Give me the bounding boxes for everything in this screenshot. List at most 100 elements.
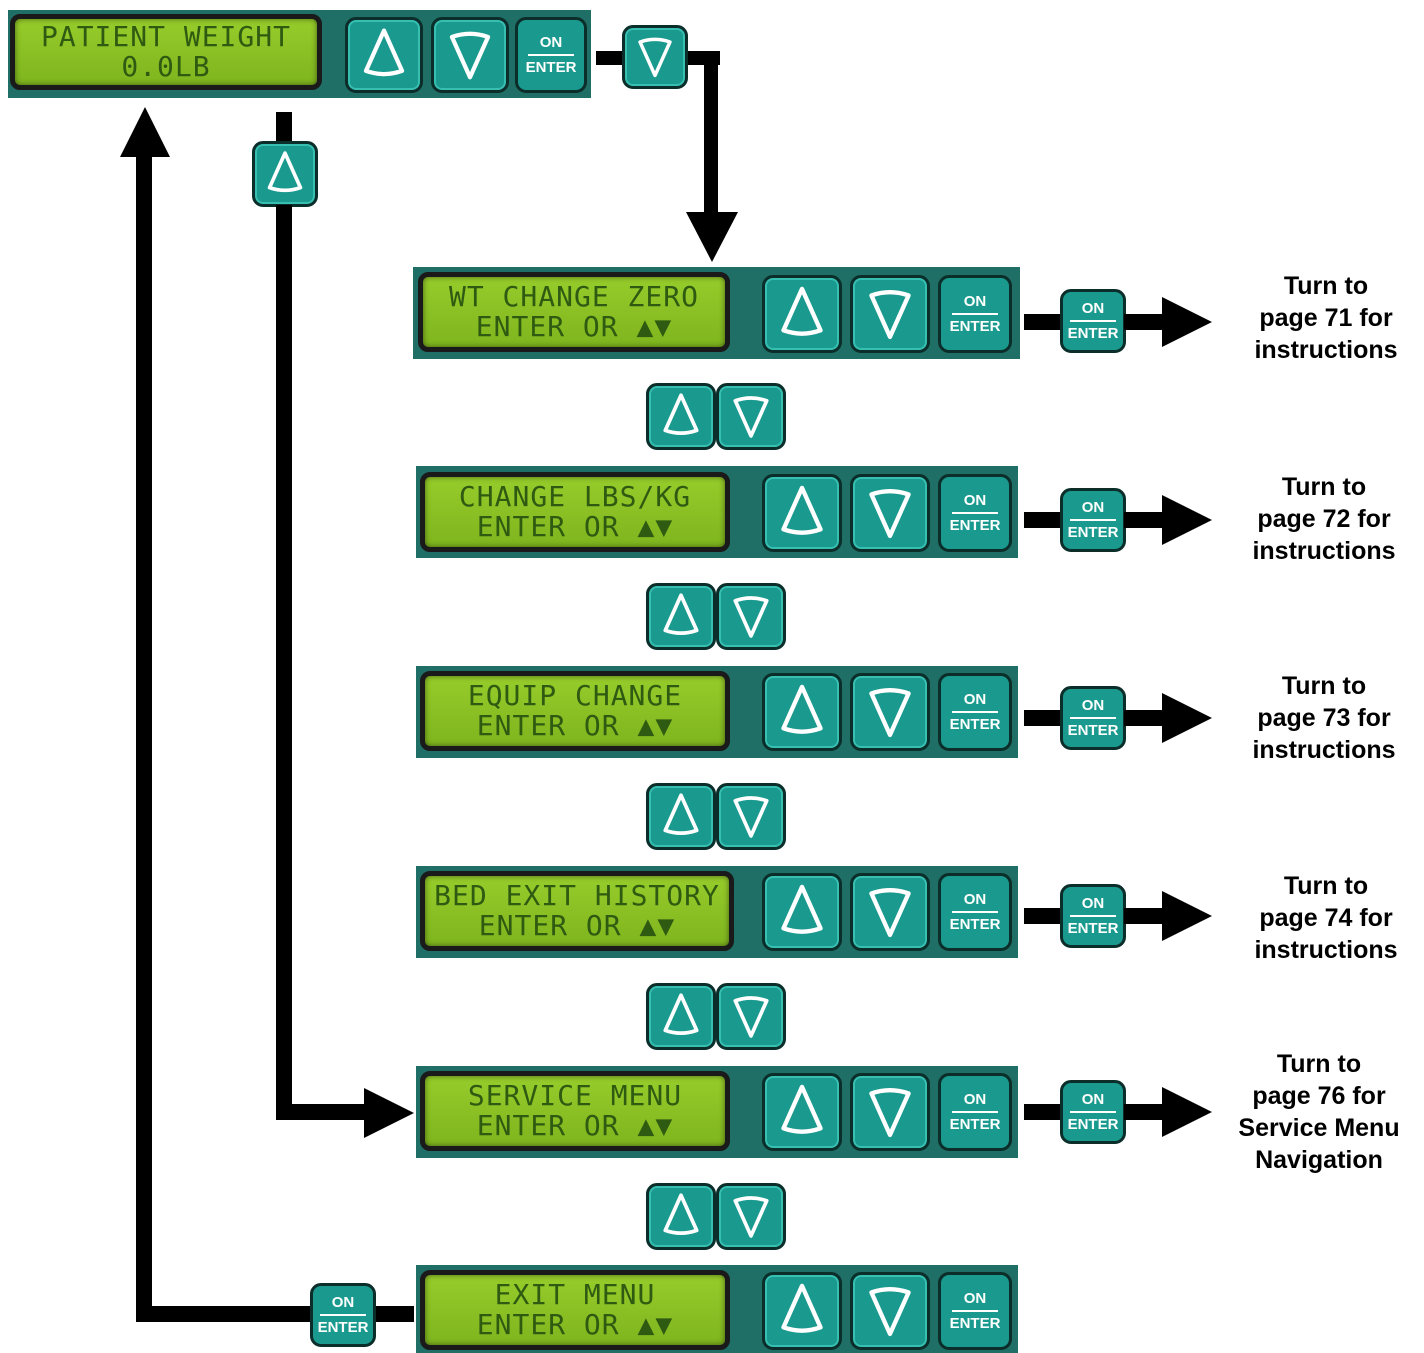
down-button-flow [716, 783, 786, 850]
on-enter-button[interactable]: ON ENTER [938, 275, 1012, 353]
lcd-display-change-lbs-kg: CHANGE LBS/KG ENTER OR ▲▼ [420, 472, 730, 552]
arrow-head-down [686, 212, 738, 262]
lcd-line-1: CHANGE LBS/KG [458, 480, 692, 513]
up-button[interactable] [345, 17, 423, 93]
lcd-line-1: EQUIP CHANGE [467, 679, 683, 712]
on-enter-button-flow: ON ENTER [1060, 884, 1126, 948]
on-label: ON [1070, 895, 1116, 917]
up-path-line [276, 205, 292, 1120]
connector-line [1024, 512, 1064, 528]
up-button[interactable] [762, 275, 842, 353]
connector-line [1124, 314, 1166, 330]
arrow-head-right [1162, 1087, 1212, 1137]
instruction-note: Turn to page 72 for instructions [1232, 471, 1416, 567]
down-button[interactable] [850, 1272, 930, 1350]
instruction-note: Turn to page 76 for Service Menu Navigat… [1222, 1048, 1416, 1176]
up-button[interactable] [762, 673, 842, 751]
enter-label: ENTER [1067, 325, 1119, 342]
on-label: ON [320, 1294, 366, 1316]
instruction-note: Turn to page 71 for instructions [1234, 270, 1418, 366]
down-button[interactable] [850, 1073, 930, 1151]
connector-line [1024, 1104, 1064, 1120]
down-button-flow [716, 383, 786, 450]
arrow-head-right [1162, 693, 1212, 743]
note-line: page 73 for [1257, 704, 1391, 732]
connector-line [1024, 710, 1064, 726]
enter-label: ENTER [1067, 722, 1119, 739]
up-button[interactable] [762, 873, 842, 951]
lcd-display-service-menu: SERVICE MENU ENTER OR ▲▼ [420, 1071, 730, 1151]
arrow-head-right [1162, 297, 1212, 347]
note-line: Turn to [1276, 1050, 1362, 1078]
connector-line [1024, 314, 1064, 330]
lcd-display-patient-weight: PATIENT WEIGHT 0.0LB [10, 14, 322, 90]
down-button-flow [716, 583, 786, 650]
on-enter-button-flow: ON ENTER [310, 1283, 376, 1347]
lcd-line-2: ENTER OR ▲▼ [478, 909, 676, 942]
connector-line [1124, 908, 1166, 924]
lcd-line-1: WT CHANGE ZERO [448, 280, 699, 313]
note-line: Navigation [1255, 1146, 1383, 1174]
on-label: ON [952, 492, 998, 514]
on-label: ON [952, 293, 998, 315]
note-line: Turn to [1281, 473, 1367, 501]
on-label: ON [1070, 499, 1116, 521]
connector-line [1124, 710, 1166, 726]
lcd-line-2: ENTER OR ▲▼ [476, 1308, 674, 1341]
on-label: ON [1070, 300, 1116, 322]
lcd-line-2: ENTER OR ▲▼ [476, 510, 674, 543]
down-button-flow [622, 25, 688, 89]
on-label: ON [952, 1290, 998, 1312]
note-line: page 72 for [1257, 505, 1391, 533]
on-enter-button[interactable]: ON ENTER [938, 1073, 1012, 1151]
on-enter-button-flow: ON ENTER [1060, 1080, 1126, 1144]
down-button[interactable] [431, 17, 509, 93]
up-button[interactable] [762, 1073, 842, 1151]
enter-label: ENTER [525, 59, 577, 76]
lcd-line-1: BED EXIT HISTORY [434, 879, 720, 912]
on-label: ON [1070, 1091, 1116, 1113]
lcd-line-1: SERVICE MENU [467, 1079, 683, 1112]
connector-line [596, 51, 626, 65]
down-button[interactable] [850, 474, 930, 552]
up-button-flow [646, 1183, 716, 1250]
lcd-line-1: PATIENT WEIGHT [40, 20, 291, 53]
note-line: page 76 for [1252, 1082, 1386, 1110]
enter-label: ENTER [949, 1116, 1001, 1133]
up-button[interactable] [762, 474, 842, 552]
up-path-line [276, 1104, 366, 1120]
up-button-flow [646, 983, 716, 1050]
lcd-line-2: 0.0LB [121, 50, 211, 83]
lcd-display-bed-exit-history: BED EXIT HISTORY ENTER OR ▲▼ [420, 871, 734, 951]
enter-label: ENTER [949, 318, 1001, 335]
return-line [136, 152, 152, 1322]
note-line: instructions [1254, 936, 1398, 964]
arrow-head-right [1162, 891, 1212, 941]
note-line: instructions [1252, 736, 1396, 764]
down-button[interactable] [850, 873, 930, 951]
up-button[interactable] [762, 1272, 842, 1350]
on-label: ON [1070, 697, 1116, 719]
arrow-head-right [364, 1088, 414, 1138]
on-label: ON [952, 1091, 998, 1113]
on-enter-button-flow: ON ENTER [1060, 289, 1126, 353]
instruction-note: Turn to page 73 for instructions [1232, 670, 1416, 766]
return-line [136, 1306, 312, 1322]
enter-label: ENTER [1067, 920, 1119, 937]
arrow-head-right [1162, 495, 1212, 545]
enter-label: ENTER [317, 1319, 369, 1336]
note-line: Turn to [1283, 872, 1369, 900]
down-button[interactable] [850, 275, 930, 353]
on-label: ON [952, 891, 998, 913]
lcd-display-exit-menu: EXIT MENU ENTER OR ▲▼ [420, 1270, 730, 1350]
down-button[interactable] [850, 673, 930, 751]
note-line: page 74 for [1259, 904, 1393, 932]
lcd-line-2: ENTER OR ▲▼ [476, 709, 674, 742]
enter-label: ENTER [1067, 1116, 1119, 1133]
